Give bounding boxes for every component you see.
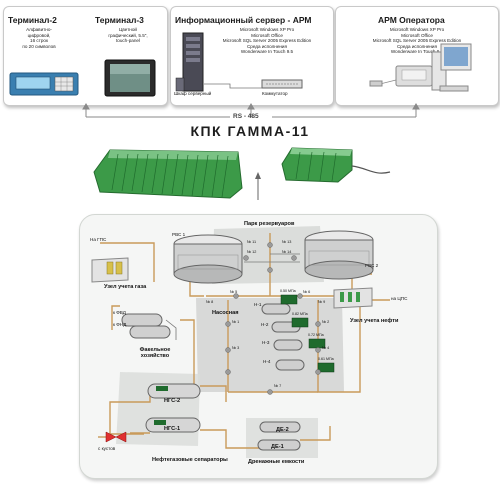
flare-line1-label: к ФВД <box>113 310 126 315</box>
de2-label: ДЕ-2 <box>276 427 289 433</box>
flare-farm-label: Факельное хозяйство <box>139 347 171 359</box>
valve-label: № 12 <box>247 250 257 254</box>
operator-workstation-icon <box>369 43 472 92</box>
valve-label: № 14 <box>282 250 292 254</box>
separator-ngs1 <box>145 417 201 433</box>
server-rack-icon <box>175 32 204 92</box>
valve-label: № 9 <box>318 300 326 304</box>
from-wells-label: с кустов <box>98 446 116 451</box>
rs485-label: RS - 485 <box>233 113 259 120</box>
rs485-bus <box>82 103 420 118</box>
pump-label: Н-1 <box>254 302 262 307</box>
terminal2-title: Терминал-2 <box>8 15 57 25</box>
terminal3-title: Терминал-3 <box>95 15 144 25</box>
separators-label: Нефтегазовые сепараторы <box>152 457 228 463</box>
pump-label: Н-3 <box>262 340 270 345</box>
pump-label: Н-2 <box>261 322 269 327</box>
operator-panel <box>335 6 499 106</box>
valve-label: № 3 <box>232 346 240 350</box>
server-rack-label: Шкаф серверный <box>174 91 212 96</box>
flare-vessels <box>121 313 177 340</box>
pressure-displays <box>280 294 335 373</box>
gas-meter-label: Узел учета газа <box>104 284 147 290</box>
terminal3-device-icon <box>104 59 156 97</box>
terminal3-desc: Цветной графический, 5.5", touch-panel <box>108 27 148 44</box>
main-title: КПК ГАММА-11 <box>190 123 310 139</box>
oil-meter-label: Узел учета нефти <box>350 318 399 324</box>
tank-rvs2 <box>304 230 374 280</box>
de1-label: ДЕ-1 <box>271 444 284 450</box>
pressure-reading: 0.50 МПа <box>280 289 296 293</box>
operator-desc: Microsoft Windows XP Pro Microsoft Offic… <box>372 27 462 55</box>
valve-label: № 6 <box>303 290 311 294</box>
ngs1-label: НГС-1 <box>164 426 181 432</box>
pump-station-label: Насосная <box>212 310 239 316</box>
controller-modules <box>93 147 391 200</box>
pump-units <box>261 303 305 371</box>
rvs1-label: РВС 1 <box>172 232 186 237</box>
valve-markers <box>225 242 321 395</box>
ngs2-label: НГС-2 <box>164 398 181 404</box>
drain-tanks-label: Дренажные емкости <box>248 459 305 465</box>
tank-park-label: Парк резервуаров <box>244 221 295 227</box>
pressure-reading: 0.61 МПа <box>318 357 334 361</box>
to-cps-label: на ЦПС <box>391 296 408 301</box>
auxiliary-pipes <box>244 253 300 263</box>
valve-label: № 4 <box>322 346 330 350</box>
operator-title: АРМ Оператора <box>378 15 445 25</box>
to-gps-label: На ГПС <box>90 237 107 242</box>
info-server-desc: Microsoft Windows XP Pro Microsoft Offic… <box>222 27 312 55</box>
network-switch-icon <box>204 79 303 89</box>
valve-label: № 11 <box>247 240 257 244</box>
inlet-valve-icon <box>105 431 127 443</box>
valve-label: № 8 <box>206 300 214 304</box>
flare-line2-label: к ФНД <box>113 322 127 327</box>
pressure-reading: 0.72 МПа <box>308 333 324 337</box>
tank-rvs1 <box>173 234 243 284</box>
gas-meter-unit <box>91 257 129 283</box>
switch-label: Коммутатор <box>262 91 288 96</box>
valve-label: № 1 <box>232 320 240 324</box>
oil-meter-unit <box>333 287 373 309</box>
valve-label: № 5 <box>230 290 238 294</box>
terminal2-desc: Алфавитно- цифровой, 16 строк по 20 симв… <box>22 27 56 49</box>
drain-tanks <box>257 421 301 451</box>
info-server-title: Информационный сервер - АРМ <box>175 15 312 25</box>
valve-label: № 7 <box>274 384 282 388</box>
separator-zone <box>116 372 200 446</box>
separator-ngs2 <box>147 383 201 399</box>
terminal2-device-icon <box>9 72 79 96</box>
rvs2-label: РВС 2 <box>365 263 379 268</box>
valve-label: № 2 <box>322 320 330 324</box>
valve-label: № 13 <box>282 240 292 244</box>
pressure-reading: 0.82 МПа <box>292 312 308 316</box>
pump-label: Н-4 <box>263 359 271 364</box>
